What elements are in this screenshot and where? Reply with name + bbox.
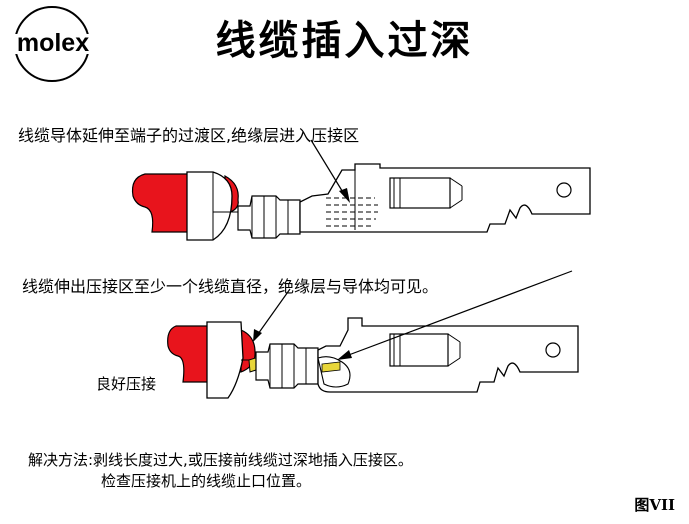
diagram1-caption: 线缆导体延伸至端子的过渡区,绝缘层进入压接区: [18, 126, 360, 145]
solution-text-2: 检查压接机上的线缆止口位置。: [101, 472, 312, 490]
figure-label: 图VII: [634, 496, 675, 514]
good-crimp-label: 良好压接: [96, 375, 157, 393]
solution-text: 解决方法:剥线长度过大,或压接前线缆过深地插入压接区。: [28, 451, 413, 469]
logo-wordmark: molex: [17, 29, 89, 57]
wire-insulation: [131, 173, 191, 233]
molex-logo: molex: [4, 4, 104, 86]
page-title: 线缆插入过深: [215, 17, 474, 64]
insulation-crimp-barrel: [186, 171, 233, 241]
diagram2-caption: 线缆伸出压接区至少一个线缆直径，绝缘层与导体均可见。: [22, 277, 439, 296]
